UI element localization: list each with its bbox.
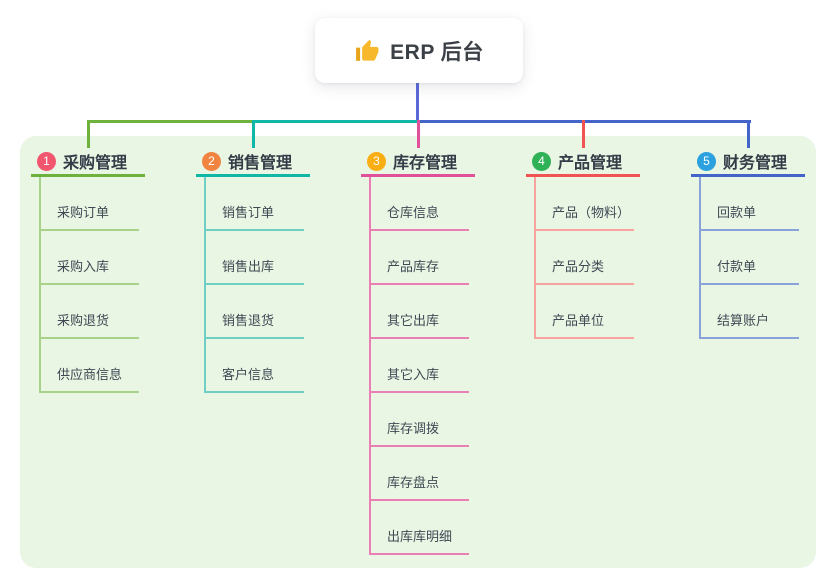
child-node[interactable]: 采购入库 (41, 231, 139, 285)
child-node[interactable]: 出库库明细 (371, 501, 469, 555)
child-node[interactable]: 库存盘点 (371, 447, 469, 501)
child-node-label: 结算账户 (717, 313, 770, 328)
child-node[interactable]: 供应商信息 (41, 339, 139, 393)
branch-children: 销售订单销售出库销售退货客户信息 (204, 177, 304, 393)
branch-children: 产品（物料） 产品分类产品单位 (534, 177, 634, 339)
child-node[interactable]: 销售退货 (206, 285, 304, 339)
child-node-label: 库存调拨 (387, 421, 440, 436)
child-node-label: 出库库明细 (387, 529, 453, 544)
branch-children: 仓库信息产品库存其它出库其它入库库存调拨库存盘点出库库明细 (369, 177, 469, 555)
child-node[interactable]: 产品分类 (536, 231, 634, 285)
child-node-label: 采购退货 (57, 313, 110, 328)
child-node[interactable]: 产品库存 (371, 231, 469, 285)
child-node-label: 产品单位 (552, 313, 605, 328)
child-node-label: 仓库信息 (387, 205, 440, 220)
branch-children: 回款单付款单结算账户 (699, 177, 799, 339)
child-node-label: 客户信息 (222, 367, 275, 382)
branch-children: 采购订单采购入库采购退货供应商信息 (39, 177, 139, 393)
child-node[interactable]: 客户信息 (206, 339, 304, 393)
root-node-title: ERP 后台 (390, 40, 484, 64)
branch-2: 2 销售管理销售订单销售出库销售退货客户信息 (196, 148, 310, 393)
child-node[interactable]: 其它入库 (371, 339, 469, 393)
branch-4: 4 产品管理产品（物料） 产品分类产品单位 (526, 148, 640, 339)
branch-drop-line (87, 120, 90, 148)
branch-drop-line (747, 120, 750, 148)
child-node-label: 付款单 (717, 259, 757, 274)
child-node-label: 库存盘点 (387, 475, 440, 490)
child-node[interactable]: 采购退货 (41, 285, 139, 339)
branch-node[interactable]: 3 库存管理 (361, 148, 475, 177)
child-node-label: 其它入库 (387, 367, 440, 382)
branch-1: 1 采购管理采购订单采购入库采购退货供应商信息 (31, 148, 145, 393)
child-node-label: 销售退货 (222, 313, 275, 328)
child-node[interactable]: 产品单位 (536, 285, 634, 339)
branch-5: 5 财务管理回款单付款单结算账户 (691, 148, 805, 339)
bus-line-segment (87, 120, 253, 123)
child-node[interactable]: 回款单 (701, 177, 799, 231)
child-node[interactable]: 其它出库 (371, 285, 469, 339)
branch-drop-line (582, 120, 585, 148)
branch-title: 销售管理 (228, 155, 293, 172)
child-node-label: 采购订单 (57, 205, 110, 220)
bus-line-segment (253, 120, 418, 123)
branch-node[interactable]: 1 采购管理 (31, 148, 145, 177)
child-node[interactable]: 库存调拨 (371, 393, 469, 447)
child-node[interactable]: 销售出库 (206, 231, 304, 285)
child-node-label: 销售出库 (222, 259, 275, 274)
branch-3: 3 库存管理仓库信息产品库存其它出库其它入库库存调拨库存盘点出库库明细 (361, 148, 475, 555)
branch-title: 产品管理 (558, 155, 623, 172)
child-node-label: 其它出库 (387, 313, 440, 328)
child-node-label: 产品库存 (387, 259, 440, 274)
branch-node[interactable]: 4 产品管理 (526, 148, 640, 177)
thumbs-up-icon (356, 39, 379, 61)
branch-node[interactable]: 5 财务管理 (691, 148, 805, 177)
child-node-label: 采购入库 (57, 259, 110, 274)
branch-title: 财务管理 (723, 155, 788, 172)
child-node-label: 回款单 (717, 205, 757, 220)
branch-title: 采购管理 (63, 155, 128, 172)
branch-number-badge: 3 (367, 151, 386, 171)
root-connector-line (416, 82, 419, 120)
branch-number-badge: 1 (37, 151, 56, 171)
child-node[interactable]: 付款单 (701, 231, 799, 285)
branch-title: 库存管理 (393, 155, 458, 172)
child-node[interactable]: 仓库信息 (371, 177, 469, 231)
root-node[interactable]: ERP 后台 (315, 18, 523, 83)
child-node[interactable]: 产品（物料） (536, 177, 634, 231)
child-node-label: 产品（物料） (552, 205, 631, 220)
branch-drop-line (417, 120, 420, 148)
branch-number-badge: 2 (202, 151, 221, 171)
branch-number-badge: 4 (532, 151, 551, 171)
branch-drop-line (252, 120, 255, 148)
child-node-label: 供应商信息 (57, 367, 123, 382)
child-node[interactable]: 销售订单 (206, 177, 304, 231)
child-node[interactable]: 采购订单 (41, 177, 139, 231)
branch-node[interactable]: 2 销售管理 (196, 148, 310, 177)
child-node-label: 产品分类 (552, 259, 605, 274)
branch-number-badge: 5 (697, 151, 716, 171)
child-node[interactable]: 结算账户 (701, 285, 799, 339)
child-node-label: 销售订单 (222, 205, 275, 220)
branches-panel (20, 136, 816, 568)
